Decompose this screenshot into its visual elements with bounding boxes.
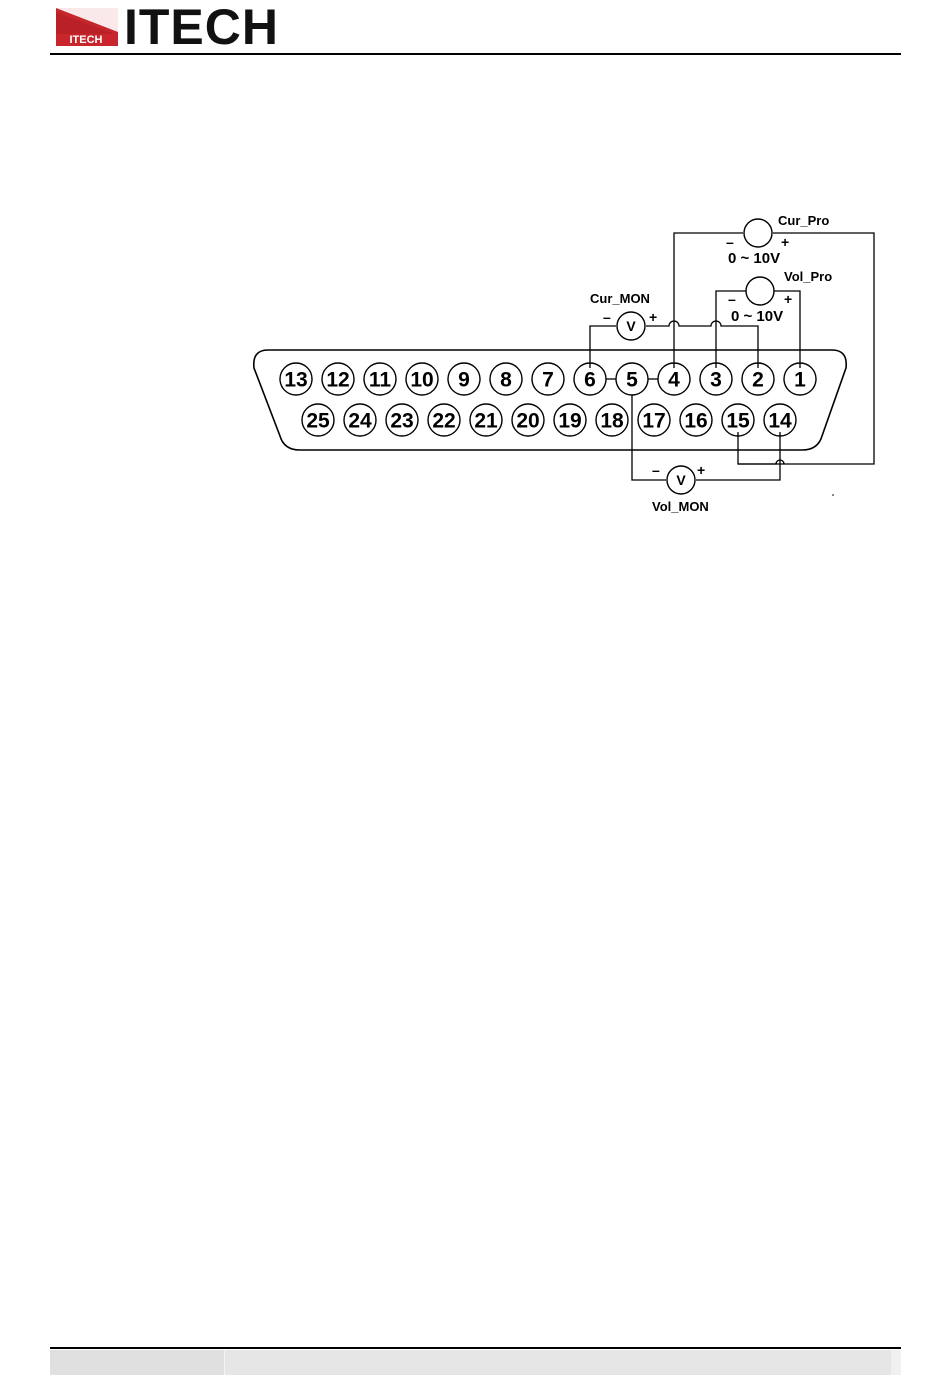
vol-mon-meter-symbol: V bbox=[676, 472, 686, 488]
pin-13: 13 bbox=[280, 363, 312, 395]
pin-22: 22 bbox=[428, 404, 460, 436]
pin-number: 1 bbox=[794, 369, 806, 392]
top-row-pins: 13 12 11 10 9 8 7 6 5 4 3 2 1 bbox=[280, 363, 816, 395]
pin-14: 14 bbox=[764, 404, 796, 436]
pin-number: 11 bbox=[369, 369, 392, 392]
pin-number: 17 bbox=[642, 410, 665, 433]
pin-number: 12 bbox=[326, 369, 349, 392]
pin-10: 10 bbox=[406, 363, 438, 395]
cur-mon-plus: + bbox=[649, 309, 657, 325]
vol-mon-minus: – bbox=[652, 462, 660, 478]
vol-pro-label: Vol_Pro bbox=[784, 269, 832, 284]
footer-divider bbox=[50, 1347, 901, 1349]
pin-15: 15 bbox=[722, 404, 754, 436]
footer-right-cell bbox=[891, 1350, 901, 1375]
cur-pro-source-icon bbox=[744, 219, 772, 247]
pin-25: 25 bbox=[302, 404, 334, 436]
vol-pro-range: 0 ~ 10V bbox=[731, 308, 783, 325]
pin-number: 25 bbox=[306, 410, 330, 433]
pin-19: 19 bbox=[554, 404, 586, 436]
pin-number: 23 bbox=[390, 410, 413, 433]
cur-pro-plus: + bbox=[781, 234, 789, 250]
pin-number: 10 bbox=[410, 369, 433, 392]
pin-number: 13 bbox=[284, 369, 307, 392]
pin-number: 18 bbox=[600, 410, 624, 433]
stray-dot bbox=[832, 494, 834, 496]
pin-18: 18 bbox=[596, 404, 628, 436]
cur-mon-minus: – bbox=[603, 309, 611, 325]
pin-number: 5 bbox=[626, 369, 638, 392]
pin-number: 9 bbox=[458, 369, 470, 392]
pin-number: 4 bbox=[668, 369, 680, 392]
pin-24: 24 bbox=[344, 404, 376, 436]
page-footer bbox=[0, 1340, 950, 1397]
pin-number: 16 bbox=[684, 410, 707, 433]
pin-17: 17 bbox=[638, 404, 670, 436]
pin-number: 7 bbox=[542, 369, 554, 392]
pin-12: 12 bbox=[322, 363, 354, 395]
vol-mon-plus: + bbox=[697, 462, 705, 478]
wire-curmon-minus bbox=[590, 326, 616, 368]
vol-mon-label: Vol_MON bbox=[652, 499, 709, 514]
wire-curmon-plus-to-2 bbox=[646, 321, 758, 368]
vol-pro-source-icon bbox=[746, 277, 774, 305]
pin-number: 15 bbox=[726, 410, 750, 433]
pin-number: 3 bbox=[710, 369, 722, 392]
pin-21: 21 bbox=[470, 404, 502, 436]
pin-23: 23 bbox=[386, 404, 418, 436]
footer-bar bbox=[50, 1350, 901, 1375]
cur-mon-meter-symbol: V bbox=[626, 318, 636, 334]
vol-pro-minus: – bbox=[728, 291, 736, 307]
footer-left-cell bbox=[50, 1350, 225, 1375]
pin-number: 2 bbox=[752, 369, 764, 392]
pin-5: 5 bbox=[616, 363, 648, 395]
pin-20: 20 bbox=[512, 404, 544, 436]
pin-7: 7 bbox=[532, 363, 564, 395]
cur-pro-label: Cur_Pro bbox=[778, 213, 829, 228]
cur-pro-range: 0 ~ 10V bbox=[728, 250, 780, 267]
vol-pro-plus: + bbox=[784, 291, 792, 307]
cur-mon-label: Cur_MON bbox=[590, 291, 650, 306]
pin-9: 9 bbox=[448, 363, 480, 395]
pin-16: 16 bbox=[680, 404, 712, 436]
pin-number: 8 bbox=[500, 369, 512, 392]
pin-number: 14 bbox=[768, 410, 792, 433]
cur-pro-minus: – bbox=[726, 234, 734, 250]
pin-number: 24 bbox=[348, 410, 372, 433]
bottom-row-pins: 25 24 23 22 21 20 19 18 17 16 15 14 bbox=[302, 404, 796, 436]
pin-8: 8 bbox=[490, 363, 522, 395]
pin-number: 20 bbox=[516, 410, 539, 433]
wiring-diagram-svg: 13121110987654321 2524232221201918171615… bbox=[0, 0, 950, 560]
pin-number: 21 bbox=[474, 410, 498, 433]
pin-number: 22 bbox=[432, 410, 455, 433]
pin-number: 19 bbox=[558, 410, 581, 433]
pin-number: 6 bbox=[584, 369, 596, 392]
pin-11: 11 bbox=[364, 363, 396, 395]
